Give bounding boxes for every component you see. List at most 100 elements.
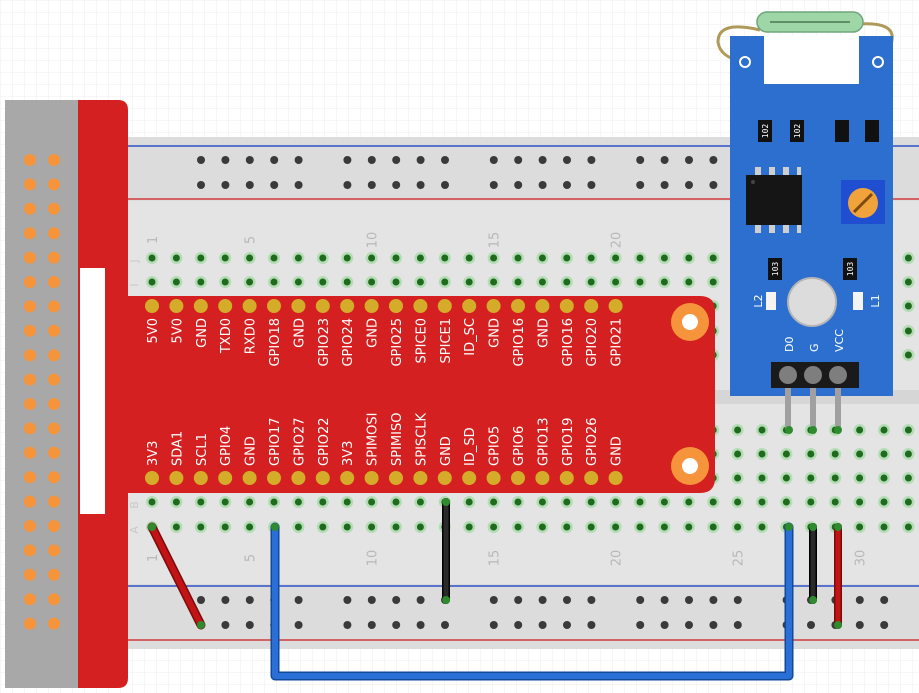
rail-hole[interactable] [270, 181, 279, 189]
strip-hole[interactable] [563, 254, 571, 262]
rail-hole[interactable] [416, 621, 425, 629]
strip-hole[interactable] [904, 498, 912, 506]
strip-hole[interactable] [538, 254, 546, 262]
strip-hole[interactable] [856, 426, 864, 434]
rail-hole[interactable] [294, 156, 303, 164]
rail-hole[interactable] [343, 181, 352, 189]
rail-hole[interactable] [392, 181, 401, 189]
strip-hole[interactable] [612, 278, 620, 286]
strip-hole[interactable] [709, 523, 717, 531]
strip-hole[interactable] [782, 450, 790, 458]
strip-hole[interactable] [246, 523, 254, 531]
strip-hole[interactable] [343, 498, 351, 506]
strip-hole[interactable] [734, 523, 742, 531]
strip-hole[interactable] [148, 254, 156, 262]
strip-hole[interactable] [441, 278, 449, 286]
strip-hole[interactable] [416, 278, 424, 286]
strip-hole[interactable] [319, 278, 327, 286]
rail-hole[interactable] [245, 621, 254, 629]
rail-hole[interactable] [807, 621, 815, 629]
strip-hole[interactable] [758, 426, 766, 434]
rail-hole[interactable] [245, 181, 254, 189]
strip-hole[interactable] [636, 498, 644, 506]
strip-hole[interactable] [319, 498, 327, 506]
rail-hole[interactable] [416, 181, 425, 189]
strip-hole[interactable] [246, 278, 254, 286]
rail-hole[interactable] [197, 181, 205, 189]
strip-hole[interactable] [490, 498, 498, 506]
strip-hole[interactable] [294, 254, 302, 262]
strip-hole[interactable] [734, 450, 742, 458]
rail-hole[interactable] [416, 156, 425, 164]
rail-hole[interactable] [367, 156, 376, 164]
strip-hole[interactable] [587, 254, 595, 262]
strip-hole[interactable] [441, 254, 449, 262]
strip-hole[interactable] [246, 498, 254, 506]
rail-hole[interactable] [489, 181, 498, 189]
rail-hole[interactable] [685, 596, 693, 604]
strip-hole[interactable] [538, 278, 546, 286]
strip-hole[interactable] [904, 302, 912, 310]
strip-hole[interactable] [636, 278, 644, 286]
strip-hole[interactable] [294, 278, 302, 286]
strip-hole[interactable] [709, 498, 717, 506]
rail-hole[interactable] [587, 596, 596, 604]
strip-hole[interactable] [221, 498, 229, 506]
strip-hole[interactable] [392, 278, 400, 286]
rail-hole[interactable] [270, 156, 279, 164]
rail-hole[interactable] [636, 181, 645, 189]
strip-hole[interactable] [465, 254, 473, 262]
strip-hole[interactable] [904, 254, 912, 262]
strip-hole[interactable] [880, 426, 888, 434]
rail-hole[interactable] [416, 596, 425, 604]
strip-hole[interactable] [368, 523, 376, 531]
rail-hole[interactable] [685, 181, 693, 189]
rail-hole[interactable] [514, 596, 523, 604]
rail-hole[interactable] [489, 156, 498, 164]
strip-hole[interactable] [685, 254, 693, 262]
rail-hole[interactable] [367, 181, 376, 189]
strip-hole[interactable] [392, 498, 400, 506]
strip-hole[interactable] [904, 450, 912, 458]
strip-hole[interactable] [319, 523, 327, 531]
rail-hole[interactable] [538, 596, 547, 604]
strip-hole[interactable] [368, 254, 376, 262]
strip-hole[interactable] [904, 351, 912, 359]
strip-hole[interactable] [148, 498, 156, 506]
rail-hole[interactable] [441, 156, 449, 164]
strip-hole[interactable] [904, 474, 912, 482]
rail-hole[interactable] [343, 596, 352, 604]
rail-hole[interactable] [709, 621, 718, 629]
rail-hole[interactable] [855, 621, 864, 629]
strip-hole[interactable] [880, 498, 888, 506]
strip-hole[interactable] [465, 278, 473, 286]
strip-hole[interactable] [831, 474, 839, 482]
strip-hole[interactable] [734, 474, 742, 482]
rail-hole[interactable] [392, 596, 401, 604]
strip-hole[interactable] [758, 474, 766, 482]
strip-hole[interactable] [587, 278, 595, 286]
strip-hole[interactable] [660, 498, 668, 506]
rail-hole[interactable] [489, 621, 498, 629]
strip-hole[interactable] [270, 254, 278, 262]
rail-hole[interactable] [538, 181, 547, 189]
strip-hole[interactable] [416, 254, 424, 262]
strip-hole[interactable] [734, 498, 742, 506]
rail-hole[interactable] [221, 181, 230, 189]
strip-hole[interactable] [197, 278, 205, 286]
strip-hole[interactable] [270, 278, 278, 286]
strip-hole[interactable] [172, 498, 180, 506]
strip-hole[interactable] [856, 474, 864, 482]
strip-hole[interactable] [563, 523, 571, 531]
strip-hole[interactable] [172, 254, 180, 262]
strip-hole[interactable] [294, 523, 302, 531]
strip-hole[interactable] [636, 254, 644, 262]
strip-hole[interactable] [904, 327, 912, 335]
rail-hole[interactable] [294, 596, 303, 604]
strip-hole[interactable] [392, 523, 400, 531]
strip-hole[interactable] [587, 498, 595, 506]
rail-hole[interactable] [294, 181, 303, 189]
strip-hole[interactable] [490, 254, 498, 262]
rail-hole[interactable] [514, 156, 523, 164]
rail-hole[interactable] [660, 156, 669, 164]
